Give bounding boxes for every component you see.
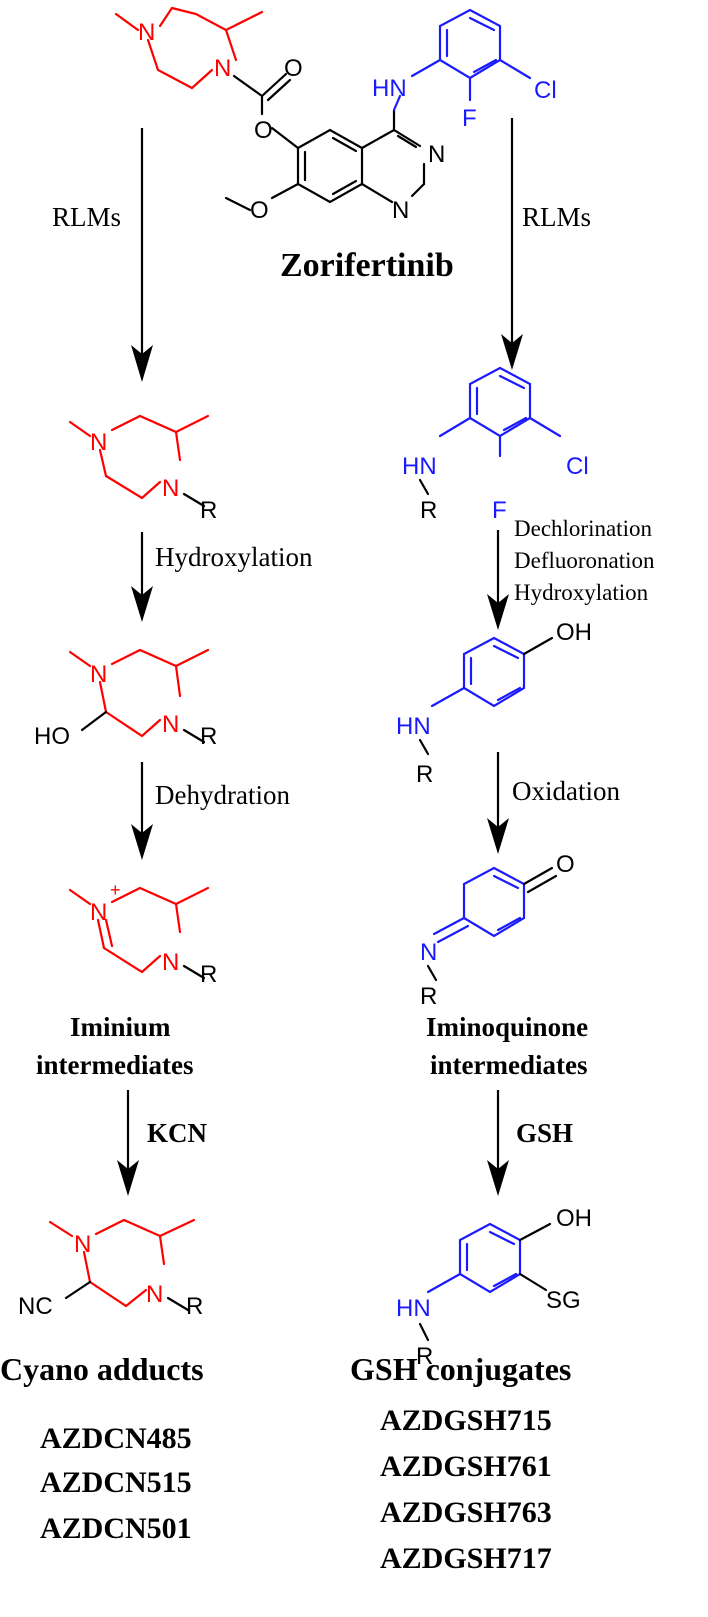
left-r-d: R (186, 1293, 203, 1320)
iminium-label-line1: Iminium (70, 1012, 171, 1042)
left-n2-b: N (162, 711, 179, 738)
methoxy-oxygen: O (250, 197, 269, 224)
fluorine: F (462, 105, 477, 132)
chlorofluoroaniline (392, 8, 532, 112)
right-r-a: R (420, 497, 437, 524)
ester-oxygen: O (254, 117, 273, 144)
left-piperazine-r (68, 414, 210, 508)
arrowhead-right-2 (487, 594, 509, 630)
right-r-c: R (420, 983, 437, 1010)
cyano-adduct-1: AZDCN485 (40, 1422, 192, 1455)
left-n2-c: N (162, 949, 179, 976)
iminium-label-line2: intermediates (36, 1050, 193, 1080)
left-hydroxyl: HO (34, 723, 70, 750)
iminium-charge: + (110, 880, 121, 900)
right-nh-a: HN (402, 453, 437, 480)
gsh-conjugates-title: GSH conjugates (350, 1351, 571, 1387)
nitrile-group: NC (18, 1293, 53, 1320)
left-r-b: R (200, 723, 217, 750)
arrowhead-left-1 (131, 345, 153, 382)
quinazoline-core (224, 108, 426, 212)
left-n1-c: N (90, 899, 107, 926)
arrowhead-left-2 (131, 586, 153, 622)
left-step4-label: KCN (147, 1118, 208, 1148)
right-gsh-conjugate (418, 1222, 552, 1342)
quinazoline-n3: N (428, 141, 445, 168)
iminoquinone-label-line2: intermediates (430, 1050, 587, 1080)
gsh-conjugate-3: AZDGSH763 (380, 1496, 552, 1529)
arrowhead-left-3 (131, 824, 153, 860)
left-hydroxy-piperazine (68, 648, 210, 744)
right-nh-b: HN (396, 713, 431, 740)
cyano-adducts-title: Cyano adducts (0, 1351, 204, 1387)
piperazine-ring (114, 6, 264, 90)
right-step4-label: GSH (516, 1118, 573, 1148)
right-step3-label: Oxidation (512, 776, 620, 806)
left-step3-label: Dehydration (155, 780, 290, 810)
right-hydroxy-aniline (418, 636, 554, 756)
left-pathway: RLMs N N R Hydroxylation N N HO R (0, 128, 313, 1545)
left-n2-a: N (162, 475, 179, 502)
piperazine-n-1: N (138, 19, 155, 46)
left-n1-b: N (90, 661, 107, 688)
thioether-sg: SG (546, 1287, 581, 1314)
carbonyl-oxygen: O (284, 55, 303, 82)
arrowhead-left-4 (117, 1160, 139, 1196)
right-quinone-oxygen: O (556, 851, 575, 878)
right-hydroxyl-a: OH (556, 619, 592, 646)
right-step2-line2: Defluoronation (514, 548, 655, 573)
left-step2-label: Hydroxylation (155, 542, 313, 572)
carbamate-linker (232, 72, 292, 116)
aniline-nh: HN (372, 75, 407, 102)
left-n1-a: N (90, 429, 107, 456)
zorifertinib-structure: N N O O N N O (114, 6, 557, 284)
arrowhead-right-4 (487, 1160, 509, 1196)
gsh-conjugate-1: AZDGSH715 (380, 1404, 552, 1437)
right-hydroxyl-b: OH (556, 1205, 592, 1232)
cyano-adduct-3: AZDCN501 (40, 1512, 192, 1545)
right-chlorine: Cl (566, 453, 589, 480)
arrowhead-right-3 (487, 818, 509, 854)
chlorine: Cl (534, 77, 557, 104)
right-step2-line3: Hydroxylation (514, 580, 649, 605)
iminoquinone-label-line1: Iminoquinone (426, 1012, 588, 1042)
gsh-conjugate-2: AZDGSH761 (380, 1450, 552, 1483)
right-step2-line1: Dechlorination (514, 516, 652, 541)
gsh-conjugate-4: AZDGSH717 (380, 1542, 552, 1575)
arrowhead-right-1 (501, 334, 523, 370)
left-r-a: R (200, 497, 217, 524)
left-iminium (68, 886, 210, 980)
left-cyano-piperazine (48, 1218, 196, 1312)
left-n1-d: N (74, 1231, 91, 1258)
right-iminoquinone (426, 866, 558, 982)
right-step1-label: RLMs (522, 202, 591, 232)
right-r-d: R (416, 1343, 433, 1370)
drug-name: Zorifertinib (280, 247, 454, 284)
left-step1-label: RLMs (52, 202, 121, 232)
piperazine-n-2: N (214, 55, 231, 82)
right-nh-c: HN (396, 1295, 431, 1322)
left-r-c: R (200, 961, 217, 988)
right-fluorine: F (492, 497, 507, 524)
right-imine-n: N (420, 939, 437, 966)
right-r-b: R (416, 761, 433, 788)
right-aniline-a (418, 366, 562, 496)
quinazoline-n1: N (392, 197, 409, 224)
left-n2-d: N (146, 1281, 163, 1308)
cyano-adduct-2: AZDCN515 (40, 1466, 192, 1499)
right-pathway: RLMs HN Cl F R Dechlorination Defluorona… (350, 118, 655, 1575)
